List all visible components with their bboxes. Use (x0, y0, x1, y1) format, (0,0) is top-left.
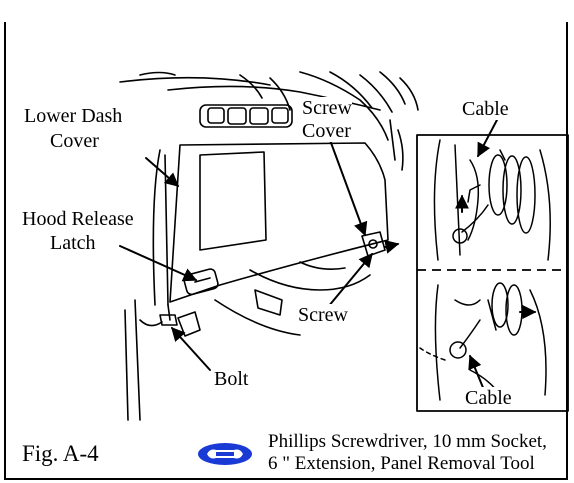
arrow-screw-cover (329, 139, 368, 237)
label-hood-release-line1: Hood Release (22, 208, 134, 230)
label-lower-dash-cover-line2: Cover (50, 130, 99, 152)
label-screw-cover-line2: Cover (302, 120, 351, 142)
label-screw: Screw (298, 304, 348, 326)
figure-frame (4, 22, 568, 480)
arrow-bolt (171, 326, 211, 371)
dash-curve (139, 71, 176, 76)
wrench-tool-icon (198, 443, 252, 465)
arrow-screw (327, 252, 373, 308)
inset-frame (416, 134, 569, 412)
tools-list-line2: 6 " Extension, Panel Removal Tool (268, 453, 535, 474)
label-hood-release-line2: Latch (50, 232, 96, 254)
label-cable-top: Cable (462, 98, 509, 120)
arrow-cable-bottom (468, 354, 485, 391)
switch-block (199, 104, 293, 128)
tools-list-line1: Phillips Screwdriver, 10 mm Socket, (268, 431, 547, 452)
arrow-lower-dash-cover (145, 157, 180, 187)
panel-window (199, 151, 267, 251)
arrow-hood-release (119, 245, 198, 282)
bolt-part (159, 314, 178, 326)
motion-arrow-screw-cover (384, 240, 400, 254)
label-screw-cover-line1: Screw (302, 97, 352, 119)
label-cable-bottom: Cable (465, 387, 512, 409)
lower-dash-cover (169, 142, 389, 303)
arrow-cable-top (477, 117, 499, 158)
figure-number: Fig. A-4 (22, 441, 99, 466)
label-lower-dash-cover-line1: Lower Dash (24, 105, 123, 127)
hood-release-latch (183, 268, 219, 296)
label-bolt: Bolt (214, 368, 249, 390)
cable-top-part (467, 159, 480, 241)
cable-bottom-part (459, 319, 481, 349)
